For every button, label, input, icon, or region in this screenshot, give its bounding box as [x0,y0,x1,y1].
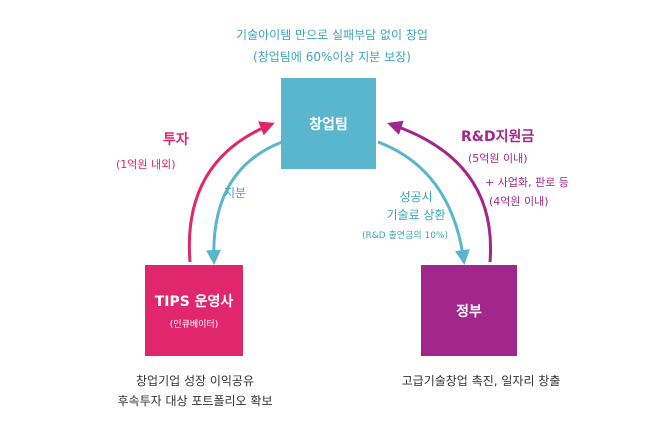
rnd-amount: (5억원 이내) [468,152,528,165]
gov-label: 정부 [456,303,482,320]
equity-arrow [205,140,283,265]
tips-node: TIPS 운영사 (인큐베이터) [145,265,243,356]
repay-arrow [377,140,470,265]
repay-line-2: 기술료 상환 [386,208,446,222]
tips-benefit-line-2: 후속투자 대상 포트폴리오 확보 [117,394,273,408]
gov-node: 정부 [421,265,517,356]
startup-label: 창업팀 [309,116,348,133]
investment-amount: (1억원 내외) [116,158,176,171]
repay-line-1: 성공시 [399,190,433,204]
commercial-support: + 사업화, 판로 등 [485,176,569,189]
rnd-title: R&D지원금 [461,129,535,145]
startup-node: 창업팀 [281,78,376,169]
investment-arrow [187,121,275,263]
investment-title: 투자 [163,132,189,148]
commercial-amount: (4억원 이내) [489,195,549,208]
tips-benefit-line-1: 창업기업 성장 이익공유 [135,374,255,388]
tips-sublabel: (인큐베이터) [169,320,219,330]
header-line-2: (창업팀에 60%이상 지분 보장) [253,50,411,64]
tips-label: TIPS 운영사 [154,294,234,310]
rnd-arrow [387,120,493,263]
gov-benefit-line-1: 고급기술창업 촉진, 일자리 창출 [401,374,561,388]
equity-label: 지분 [224,186,247,200]
header-line-1: 기술아이템 만으로 실패부담 없이 창업 [236,28,428,42]
repay-line-3: (R&D 출연금의 10%) [361,231,449,241]
